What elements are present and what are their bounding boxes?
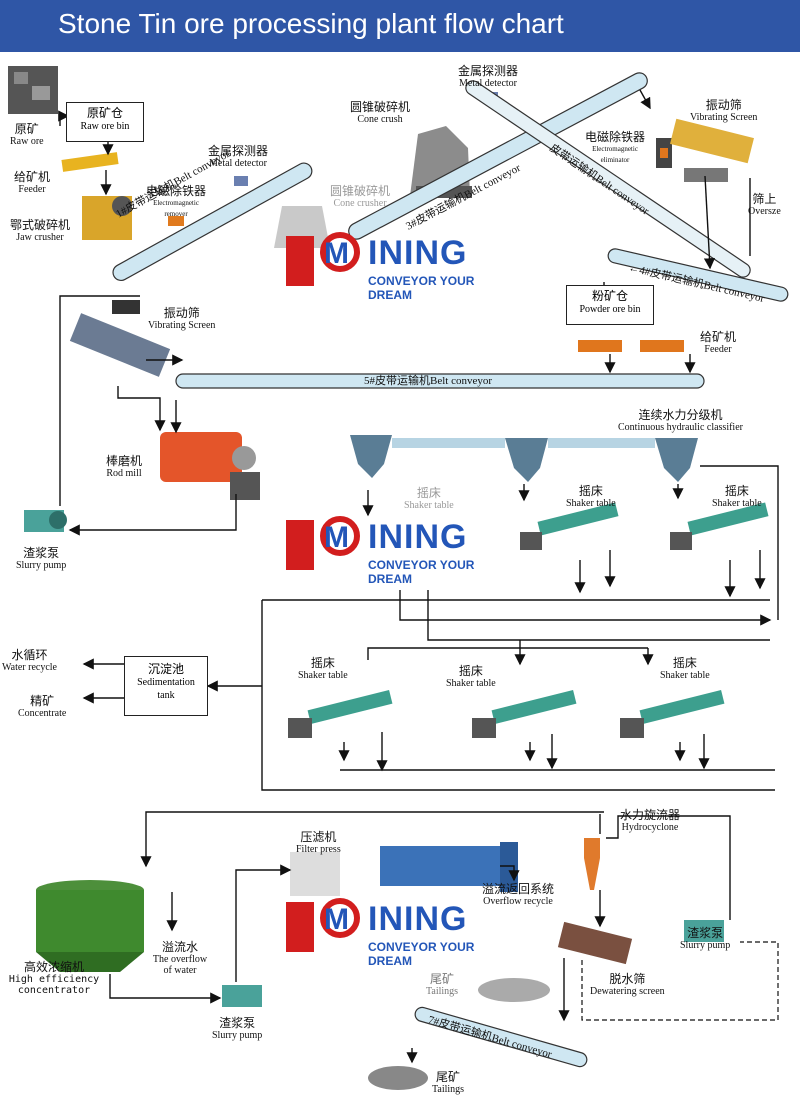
dashed-return-line xyxy=(581,941,779,1021)
feeder-icon-2 xyxy=(578,340,684,352)
tailings-pile-icon xyxy=(368,978,550,1090)
belt-5-label: 5#皮带运输机Belt conveyor xyxy=(364,375,493,387)
dewatering-screen-icon xyxy=(557,921,633,965)
hydrocyclone-icon xyxy=(584,838,600,890)
hydraulic-classifier-icon xyxy=(350,435,698,482)
electromagnet-icon-2 xyxy=(656,138,672,168)
jaw-crusher-icon xyxy=(82,196,132,240)
slurry-pump-icon-2 xyxy=(222,985,262,1007)
concentrator-icon xyxy=(36,880,144,972)
title-banner: Stone Tin ore processing plant flow char… xyxy=(0,0,800,52)
belt-conveyors xyxy=(112,72,789,1068)
page-title: Stone Tin ore processing plant flow char… xyxy=(58,8,564,39)
vibrating-screen-icon-2 xyxy=(69,300,171,377)
flow-graphics xyxy=(8,66,789,1090)
electromagnet-icon xyxy=(168,216,184,226)
feeder-icon xyxy=(61,152,119,172)
shaker-table-icons xyxy=(288,502,769,738)
vibrating-screen-icon xyxy=(670,118,754,182)
slurry-pump-icon xyxy=(24,510,67,532)
raw-ore-icon xyxy=(8,66,58,114)
slurry-pump-icon-3 xyxy=(684,920,724,942)
flow-lines xyxy=(58,89,779,1064)
metal-detector-icon xyxy=(234,176,248,186)
rod-mill-icon xyxy=(160,432,260,500)
